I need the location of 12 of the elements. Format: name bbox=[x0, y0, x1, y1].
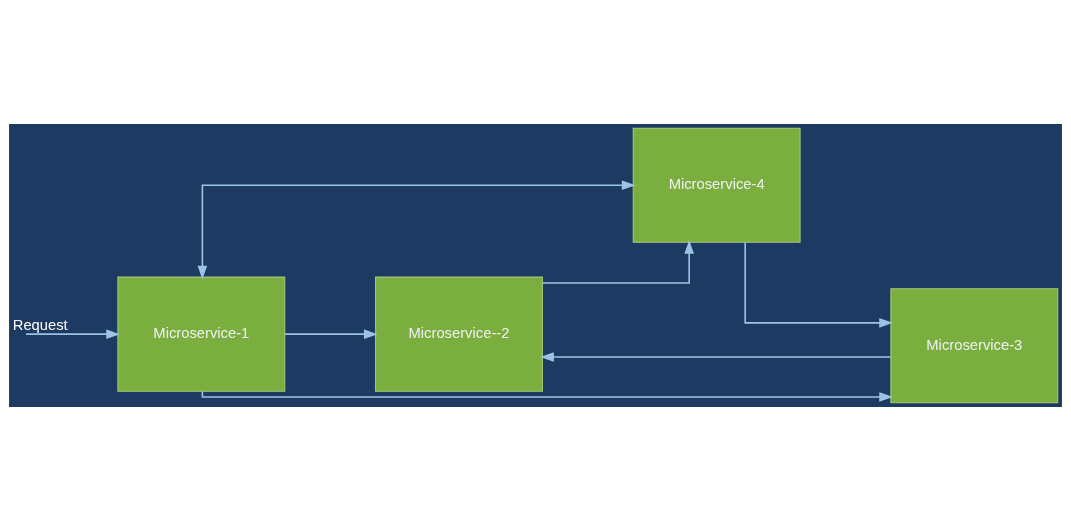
node-box: Microservice-3 bbox=[890, 288, 1059, 404]
arrow bbox=[284, 329, 378, 339]
arrow bbox=[541, 239, 694, 284]
arrow bbox=[197, 180, 636, 280]
arrow bbox=[26, 329, 120, 339]
node-box: Microservice--2 bbox=[375, 276, 543, 392]
arrow bbox=[201, 390, 893, 402]
arrow bbox=[540, 352, 892, 362]
node-box: Microservice-1 bbox=[117, 276, 286, 392]
edge-label: Request bbox=[12, 317, 68, 334]
arrow bbox=[744, 241, 893, 328]
node-box: Microservice-4 bbox=[632, 127, 801, 243]
